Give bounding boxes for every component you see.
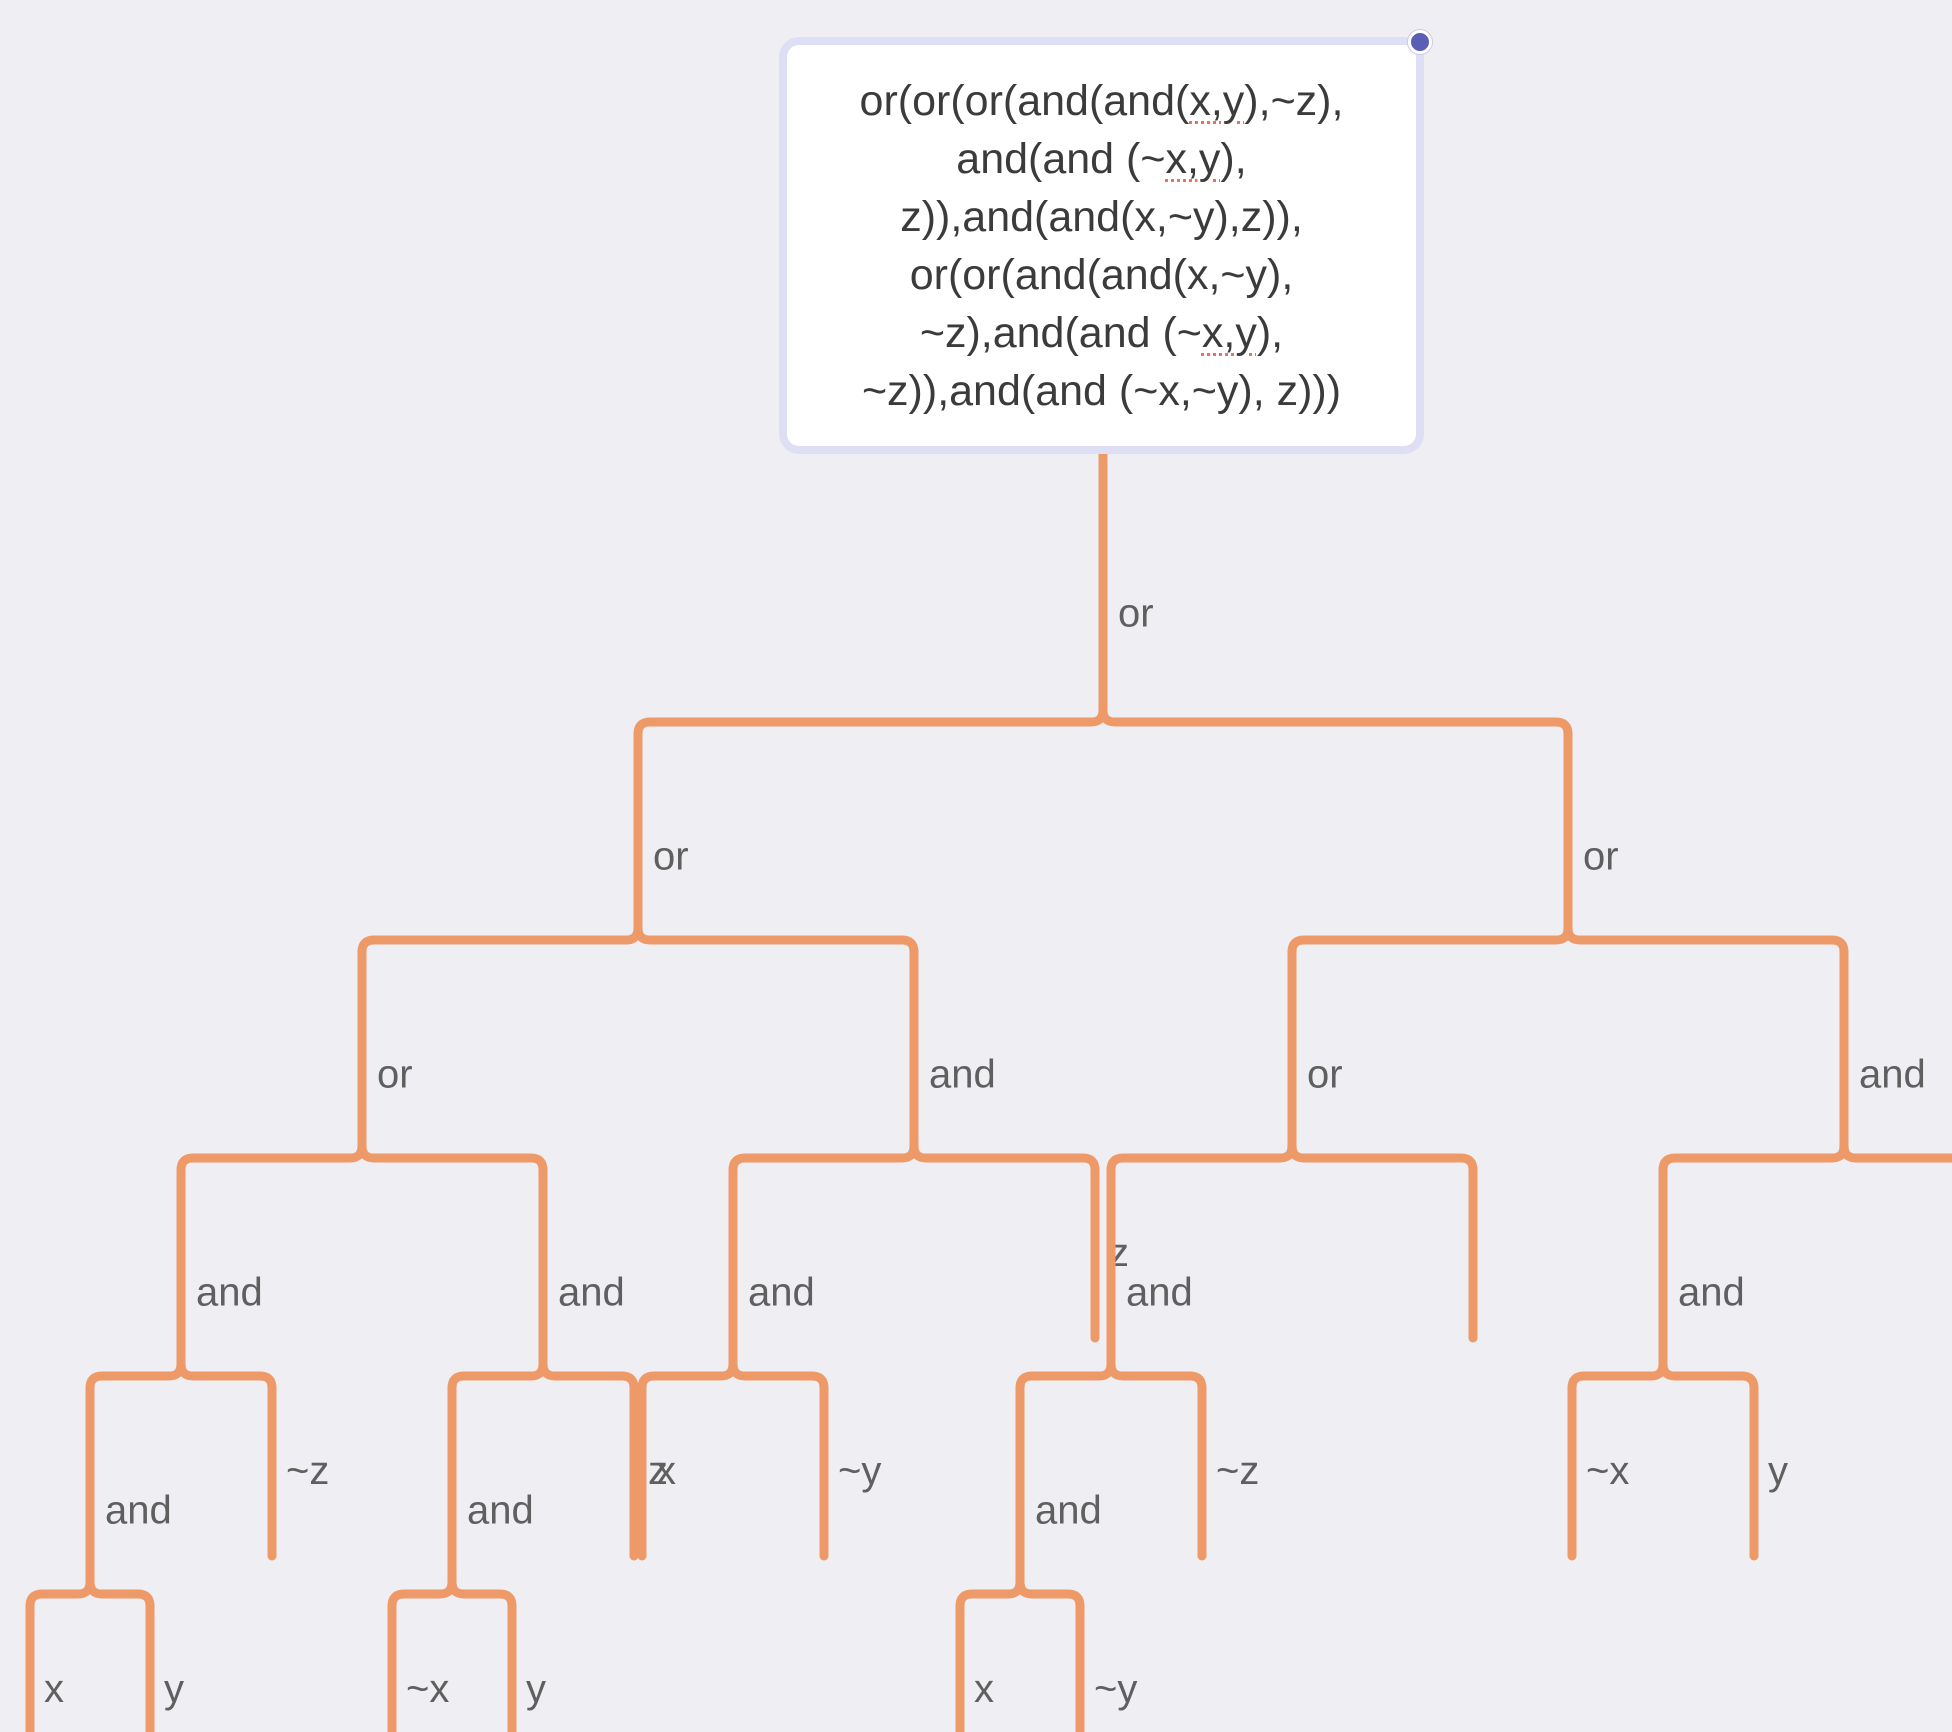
tree-node-label[interactable]: and	[1678, 1271, 1745, 1315]
tree-branch	[909, 1141, 1100, 1175]
tree-branch	[1567, 1359, 1668, 1393]
tree-node-label[interactable]: ~x	[1586, 1449, 1629, 1493]
tree-branch	[1287, 1141, 1478, 1175]
tree-node-label[interactable]: x	[656, 1449, 676, 1493]
tree-branch	[1106, 1359, 1207, 1393]
tree-node-label[interactable]: ~y	[1094, 1667, 1137, 1711]
tree-branch	[637, 1359, 738, 1393]
tree-branch	[1287, 923, 1573, 957]
tree-branch	[1839, 1141, 1952, 1163]
root-expression-line: ~z),and(and (~x,y),	[919, 308, 1284, 357]
tree-node-label[interactable]: x	[974, 1667, 994, 1711]
tree-branch	[1106, 1141, 1297, 1175]
tree-node-label[interactable]: or	[1118, 591, 1154, 635]
spellcheck-underline: x,y	[1165, 134, 1221, 183]
tree-node-label[interactable]: or	[1583, 835, 1619, 879]
tree-node-label[interactable]: y	[526, 1667, 546, 1711]
root-expression-text[interactable]: or(or(or(and(and(x,y),~z), and(and (~x,y)…	[850, 72, 1354, 420]
tree-node-label[interactable]: and	[1859, 1053, 1926, 1097]
tree-branch	[1658, 1359, 1759, 1393]
resize-handle[interactable]	[1408, 30, 1432, 54]
tree-branch	[176, 1141, 367, 1175]
tree-branch	[728, 1359, 829, 1393]
root-expression-line: z)),and(and(x,~y),z)),	[900, 192, 1303, 241]
tree-branch	[633, 705, 1108, 739]
tree-node-label[interactable]: and	[748, 1271, 815, 1315]
tree-node-label[interactable]: or	[653, 835, 689, 879]
tree-node-label[interactable]: ~y	[838, 1449, 881, 1493]
tree-branch	[447, 1359, 548, 1393]
tree-node-label[interactable]: and	[467, 1489, 534, 1533]
tree-node-label[interactable]: ~x	[406, 1667, 449, 1711]
root-expression-line: and(and (~x,y),	[956, 134, 1247, 183]
tree-node-label[interactable]: z	[648, 1449, 668, 1493]
root-expression-line: or(or(or(and(and(x,y),~z),	[859, 76, 1344, 125]
tree-node-label[interactable]: y	[1768, 1449, 1788, 1493]
tree-node-label[interactable]: and	[1126, 1271, 1193, 1315]
tree-node-label[interactable]: y	[164, 1667, 184, 1711]
tree-node-label[interactable]: and	[558, 1271, 625, 1315]
root-expression-node[interactable]: or(or(or(and(and(x,y),~z), and(and (~x,y)…	[779, 37, 1424, 454]
root-expression-line: or(or(and(and(x,~y),	[909, 250, 1294, 299]
tree-branch	[447, 1577, 517, 1611]
tree-node-label[interactable]: and	[1035, 1489, 1102, 1533]
tree-branch	[538, 1359, 639, 1393]
tree-branch	[85, 1359, 186, 1393]
tree-node-label[interactable]: or	[377, 1053, 413, 1097]
tree-branch	[357, 1141, 548, 1175]
spellcheck-underline: x,y	[1201, 308, 1257, 357]
root-expression-line: ~z)),and(and (~x,~y), z)))	[861, 366, 1342, 415]
tree-node-label[interactable]: x	[44, 1667, 64, 1711]
tree-branch	[1015, 1577, 1085, 1611]
tree-branch	[728, 1141, 919, 1175]
tree-branch	[1098, 705, 1573, 739]
tree-node-label[interactable]: and	[929, 1053, 996, 1097]
tree-branch	[85, 1577, 155, 1611]
tree-node-label[interactable]: or	[1307, 1053, 1343, 1097]
tree-branch	[633, 923, 919, 957]
tree-node-label[interactable]: and	[196, 1271, 263, 1315]
tree-branch	[1563, 923, 1849, 957]
tree-branch	[1658, 1141, 1849, 1175]
tree-node-label[interactable]: and	[105, 1489, 172, 1533]
tree-branch	[357, 923, 643, 957]
tree-branch	[176, 1359, 277, 1393]
tree-node-label[interactable]: ~z	[286, 1449, 329, 1493]
tree-branch	[955, 1577, 1025, 1611]
tree-node-label[interactable]: ~z	[1216, 1449, 1259, 1493]
tree-branch	[387, 1577, 457, 1611]
spellcheck-underline: x,y	[1189, 76, 1245, 125]
tree-branch	[25, 1577, 95, 1611]
tree-branch	[1015, 1359, 1116, 1393]
